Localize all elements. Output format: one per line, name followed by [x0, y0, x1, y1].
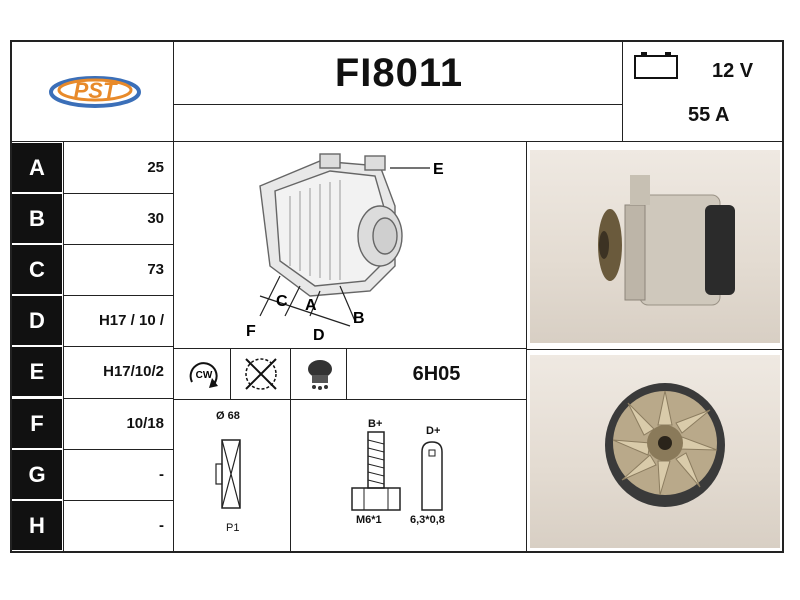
terminal-b-plus-label: B+ [368, 418, 383, 430]
row-divider [64, 193, 173, 194]
logo-text: PST [74, 78, 118, 103]
divider [174, 104, 622, 105]
row-letter-g: G [12, 450, 62, 499]
divider [622, 92, 783, 93]
row-letter-c: C [12, 245, 62, 294]
row-divider [64, 295, 173, 296]
rotation-label: CW [196, 370, 213, 381]
label-d: D [313, 327, 325, 344]
terminal-d-size: 6,3*0,8 [410, 514, 445, 526]
current-value: 55 A [688, 104, 730, 126]
row-letter-a: A [12, 143, 62, 192]
divider [622, 41, 623, 141]
row-value-h: - [159, 517, 164, 534]
alternator-diagram: E C A B F D [180, 146, 520, 346]
divider [290, 349, 291, 399]
no-fan-icon [238, 353, 284, 395]
divider [346, 349, 347, 399]
row-divider [64, 244, 173, 245]
row-value-f: 10/18 [126, 415, 164, 432]
row-value-c: 73 [147, 261, 164, 278]
pulley-type: P1 [226, 522, 240, 534]
divider [526, 349, 783, 350]
part-number-title: FI8011 [334, 50, 464, 95]
label-c: C [276, 293, 288, 310]
row-divider [64, 346, 173, 347]
row-value-g: - [159, 466, 164, 483]
divider [173, 41, 174, 552]
row-value-e: H17/10/2 [103, 363, 164, 380]
row-divider [64, 500, 173, 501]
battery-icon [633, 50, 679, 80]
label-a: A [305, 297, 317, 314]
label-e: E [433, 161, 444, 178]
row-divider [64, 449, 173, 450]
row-value-d: H17 / 10 / [98, 312, 164, 329]
divider [174, 348, 526, 349]
row-letter-b: B [12, 194, 62, 243]
pulley-icon [214, 436, 248, 512]
row-letter-h: H [12, 501, 62, 550]
row-letter-f: F [12, 399, 62, 448]
terminal-b-thread: M6*1 [356, 514, 382, 526]
pulley-diameter: Ø 68 [216, 410, 240, 422]
logo: PST [40, 60, 150, 120]
alternator-front-photo [530, 355, 780, 548]
row-divider [64, 398, 173, 399]
spade-terminal-icon [416, 438, 448, 512]
label-f: F [246, 323, 256, 340]
divider [174, 399, 526, 400]
divider [526, 141, 527, 552]
datasheet-frame [10, 40, 784, 553]
divider [290, 400, 291, 552]
divider [63, 141, 64, 552]
row-value-b: 30 [147, 210, 164, 227]
logo-icon: PST [49, 76, 141, 108]
alternator-side-photo [530, 150, 780, 343]
label-b: B [353, 310, 365, 327]
regulator-code: 6H05 [412, 362, 461, 385]
divider [230, 349, 231, 399]
bolt-terminal-icon [348, 430, 404, 514]
voltage-value: 12 V [712, 60, 754, 82]
terminal-d-plus-label: D+ [426, 425, 441, 437]
row-letter-e: E [12, 347, 62, 396]
rotation-clockwise-icon: CW [182, 356, 226, 394]
row-value-a: 25 [147, 159, 164, 176]
divider [11, 141, 783, 142]
regulator-icon [300, 355, 340, 393]
row-letter-d: D [12, 296, 62, 345]
